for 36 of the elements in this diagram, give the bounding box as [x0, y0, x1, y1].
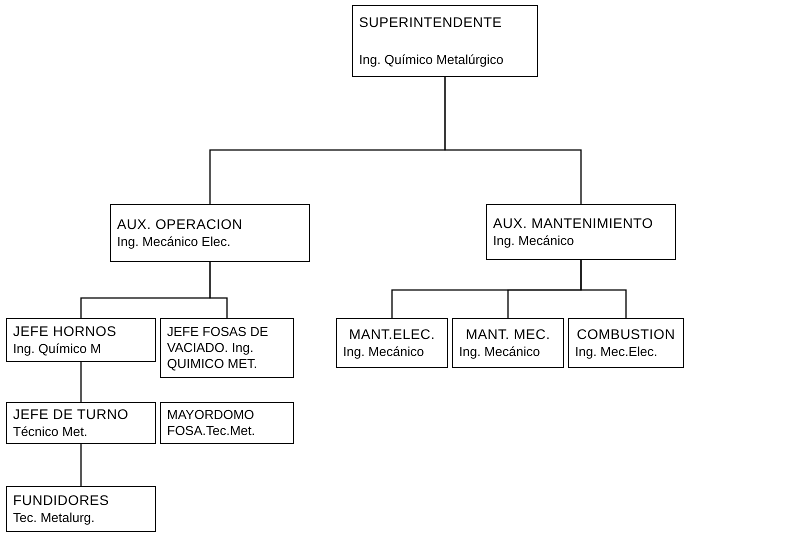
position-subtitle: Ing. Mecánico — [343, 344, 425, 360]
position-box — [160, 318, 294, 378]
position-subtitle: Ing. Químico M — [13, 340, 102, 357]
position-subtitle: JEFE FOSAS DE VACIADO. Ing. QUIMICO MET. — [167, 324, 270, 372]
position-title: JEFE DE TURNO — [13, 406, 130, 424]
position-box — [160, 402, 294, 444]
connector-line — [580, 260, 627, 318]
position-box — [6, 402, 156, 444]
position-title: SUPERINTENDENTE — [359, 14, 503, 32]
position-subtitle: Ing. Mec.Elec. — [575, 344, 658, 360]
position-subtitle: Ing. Mecánico — [493, 232, 575, 249]
position-subtitle: Tec. Metalurg. — [13, 510, 96, 526]
position-subtitle: Técnico Met. — [13, 424, 88, 440]
position-title: AUX. MANTENIMIENTO — [493, 215, 654, 233]
position-box — [6, 318, 156, 362]
position-title: COMBUSTION — [576, 326, 676, 344]
connector-line — [80, 444, 82, 486]
position-title: MANT.ELEC. — [348, 326, 436, 344]
connector-line — [444, 77, 582, 204]
position-box — [452, 318, 564, 368]
connector-line — [80, 362, 82, 402]
position-box — [336, 318, 448, 368]
position-box — [568, 318, 684, 368]
position-subtitle: MAYORDOMO FOSA.Tec.Met. — [167, 406, 256, 440]
position-title: JEFE HORNOS — [13, 323, 118, 341]
position-subtitle: Ing. Mecánico — [459, 344, 541, 360]
position-title: FUNDIDORES — [13, 492, 110, 510]
position-box — [110, 204, 310, 262]
position-subtitle: Ing. Mecánico Elec. — [117, 234, 232, 250]
position-title: MANT. MEC. — [464, 326, 552, 344]
position-box — [352, 5, 538, 77]
position-box — [486, 204, 676, 260]
connector-line — [209, 262, 228, 318]
position-subtitle: Ing. Químico Metalúrgico — [359, 52, 505, 68]
position-box — [6, 486, 156, 532]
position-title: AUX. OPERACION — [117, 216, 244, 234]
